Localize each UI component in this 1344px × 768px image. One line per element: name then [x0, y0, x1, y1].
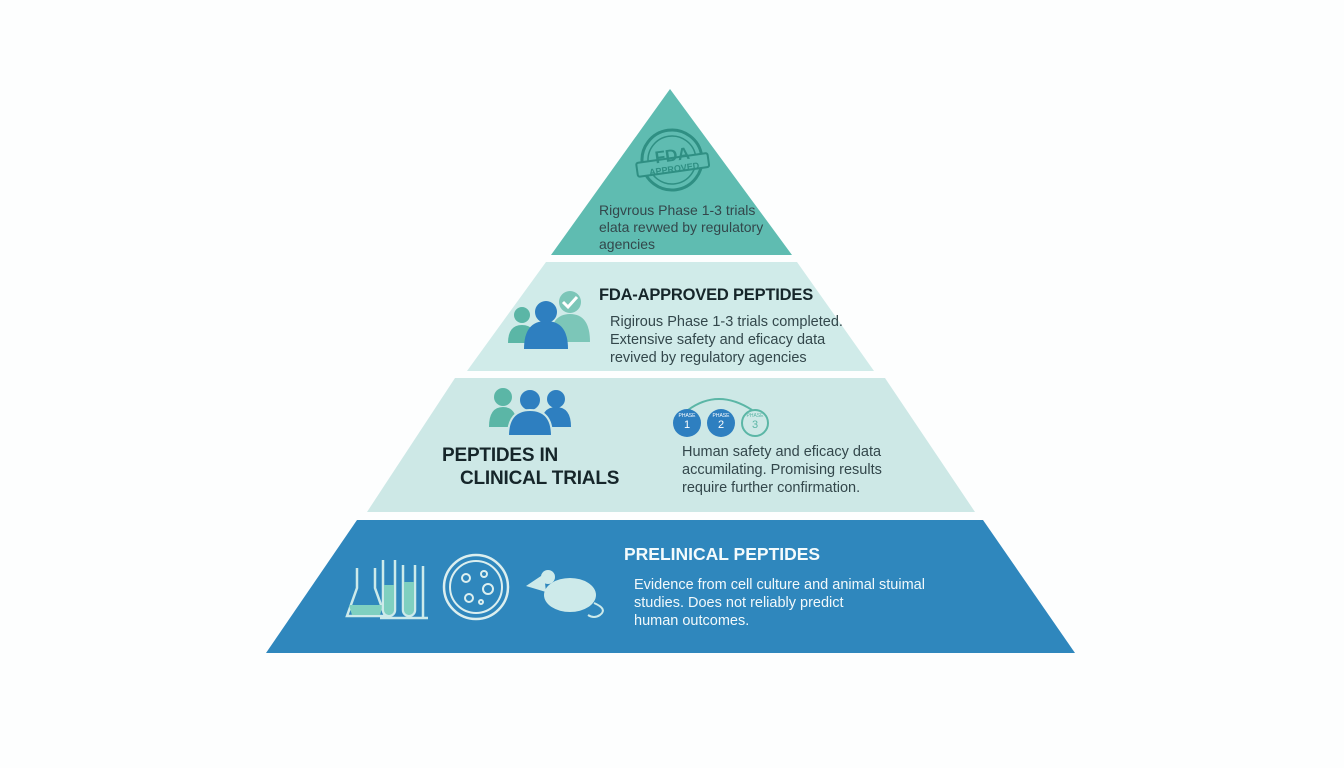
tier-fda-approved-shape — [467, 262, 874, 371]
phase-3-label: PHASE 3 — [741, 413, 769, 431]
description-line: accumilating. Promising results — [682, 462, 882, 478]
people-checkmark-icon — [508, 291, 590, 349]
mouse-icon — [526, 570, 604, 618]
description-line: studies. Does not reliably predict — [634, 595, 844, 611]
fda-approved-stamp-icon — [635, 128, 711, 192]
phase-1-label: PHASE 1 — [673, 413, 701, 431]
title-line: PEPTIDES IN — [442, 445, 559, 466]
phase-label: PHASE — [746, 413, 764, 419]
phase-number: 1 — [683, 419, 691, 431]
phase-2-icon — [707, 409, 735, 437]
description-line: Rigvrous Phase 1-3 trials — [599, 202, 756, 218]
phase-label: PHASE — [678, 413, 696, 419]
petri-dish-icon — [442, 553, 510, 621]
tier-clinical-trials-description: Human safety and eficacy data accumilati… — [682, 443, 922, 497]
people-group-icon — [489, 388, 571, 437]
description-line: Rigirous Phase 1-3 trials completed. — [610, 314, 843, 330]
description-line: human outcomes. — [634, 613, 750, 629]
tier-preclinical-title: PRELINICAL PEPTIDES — [624, 544, 821, 564]
description-line: Evidence from cell culture and animal st… — [634, 577, 925, 593]
phase-3-icon — [741, 409, 769, 437]
phase-2-label: PHASE 2 — [707, 413, 735, 431]
lab-flask-tubes-icon — [345, 560, 428, 620]
title-line: CLINICAL TRIALS — [460, 468, 620, 489]
tier-top-description: Rigvrous Phase 1-3 trials elata revwed b… — [599, 202, 799, 253]
description-line: Extensive safety and eficacy data — [610, 332, 826, 348]
tier-clinical-trials-title: PEPTIDES IN CLINICAL TRIALS — [442, 444, 619, 490]
description-line: require further confirmation. — [682, 480, 861, 496]
description-line: Human safety and eficacy data — [682, 444, 882, 460]
phase-label: PHASE — [712, 413, 730, 419]
description-line: elata revwed by regulatory — [599, 219, 764, 235]
tier-preclinical-description: Evidence from cell culture and animal st… — [634, 576, 964, 630]
phase-1-icon — [673, 409, 701, 437]
tier-fda-approved-description: Rigirous Phase 1-3 trials completed. Ext… — [610, 313, 870, 367]
description-line: agencies — [599, 236, 656, 252]
tier-preclinical-shape — [266, 520, 1075, 653]
description-line: revived by regulatory agencies — [610, 350, 807, 366]
tier-fda-approved-title: FDA-APPROVED PEPTIDES — [599, 286, 813, 304]
phase-progression-icon — [673, 398, 769, 437]
phase-number: 3 — [751, 419, 759, 431]
phase-number: 2 — [717, 419, 725, 431]
